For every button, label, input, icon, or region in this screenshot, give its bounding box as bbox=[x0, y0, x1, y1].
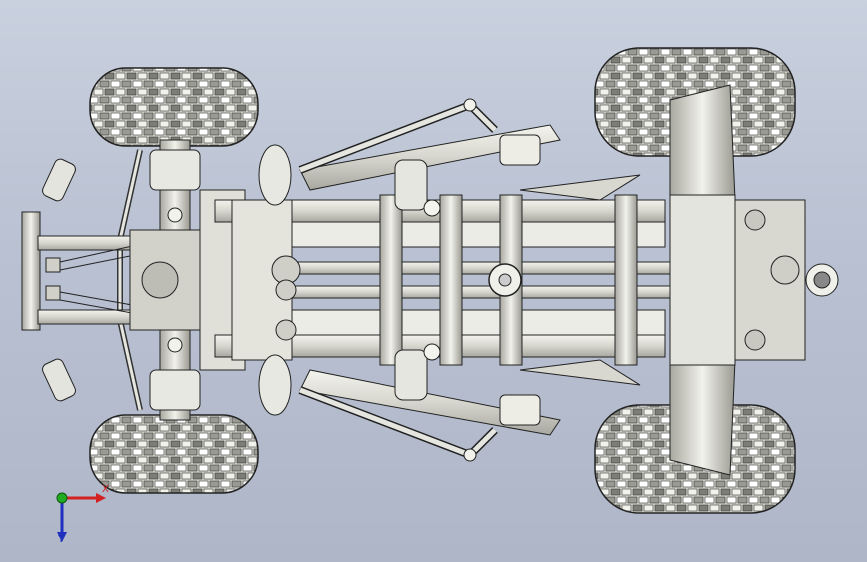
front-bumper[interactable] bbox=[21, 157, 161, 403]
y-axis-label: Y bbox=[58, 534, 65, 545]
axis-triad-icon bbox=[56, 492, 106, 542]
view-orientation-triad: X Y bbox=[40, 478, 120, 548]
rear-motor[interactable] bbox=[734, 199, 839, 361]
front-left-tire[interactable] bbox=[89, 67, 259, 147]
chassis-frame[interactable] bbox=[214, 194, 671, 366]
right-suspension[interactable] bbox=[298, 343, 641, 462]
rear-wing[interactable] bbox=[669, 84, 736, 476]
transmission-housing[interactable] bbox=[231, 144, 301, 416]
center-gear[interactable] bbox=[488, 263, 522, 297]
left-suspension[interactable] bbox=[298, 98, 641, 217]
x-axis-label: X bbox=[102, 484, 109, 495]
